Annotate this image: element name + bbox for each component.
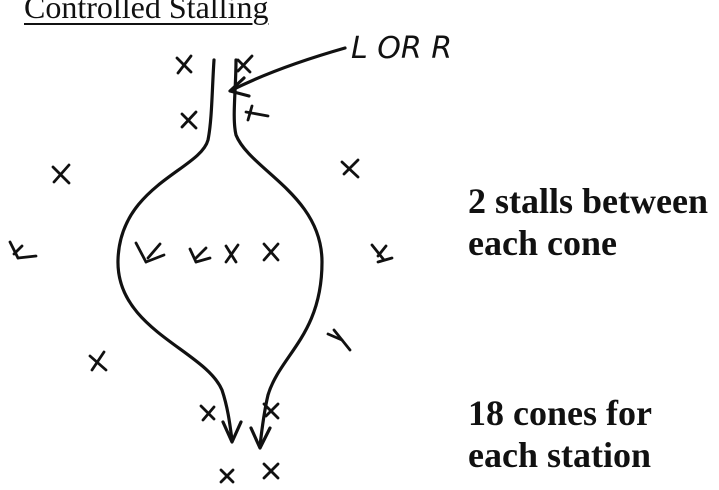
- cone-marker: [188, 246, 212, 264]
- direction-label: L OR R: [351, 31, 452, 66]
- stalls-line-2: each cone: [468, 223, 617, 263]
- cone-marker: [224, 243, 240, 264]
- pointer-arrow: [230, 46, 347, 92]
- cone-marker: [88, 350, 108, 372]
- left-path: [116, 58, 234, 442]
- cones-line-2: each station: [468, 435, 651, 475]
- cones-annotation: 18 cones for each station: [468, 392, 652, 476]
- cones-line-1: 18 cones for: [468, 393, 652, 433]
- cone-marker: [262, 402, 280, 420]
- cone-marker: [262, 462, 280, 480]
- cone-marker: [199, 404, 216, 422]
- stalls-annotation: 2 stalls between each cone: [468, 180, 708, 264]
- cone-marker: [262, 242, 280, 262]
- cone-marker: [8, 240, 38, 260]
- right-path: [232, 58, 324, 448]
- cone-marker: [244, 104, 270, 122]
- right-arrowhead: [249, 426, 272, 450]
- left-arrowhead: [221, 420, 243, 444]
- cone-marker: [51, 163, 71, 185]
- stalls-line-1: 2 stalls between: [468, 181, 708, 221]
- cone-marker: [326, 328, 352, 352]
- pointer-arrowhead: [228, 76, 251, 98]
- cone-marker: [175, 54, 193, 75]
- cone-marker: [180, 110, 198, 130]
- cone-marker: [219, 468, 235, 484]
- cone-marker: [340, 158, 360, 179]
- cones: [8, 54, 394, 484]
- cone-marker: [134, 241, 166, 264]
- diagram-title: Controlled Stalling: [24, 0, 269, 25]
- cone-marker: [370, 243, 394, 264]
- cone-marker: [236, 54, 254, 74]
